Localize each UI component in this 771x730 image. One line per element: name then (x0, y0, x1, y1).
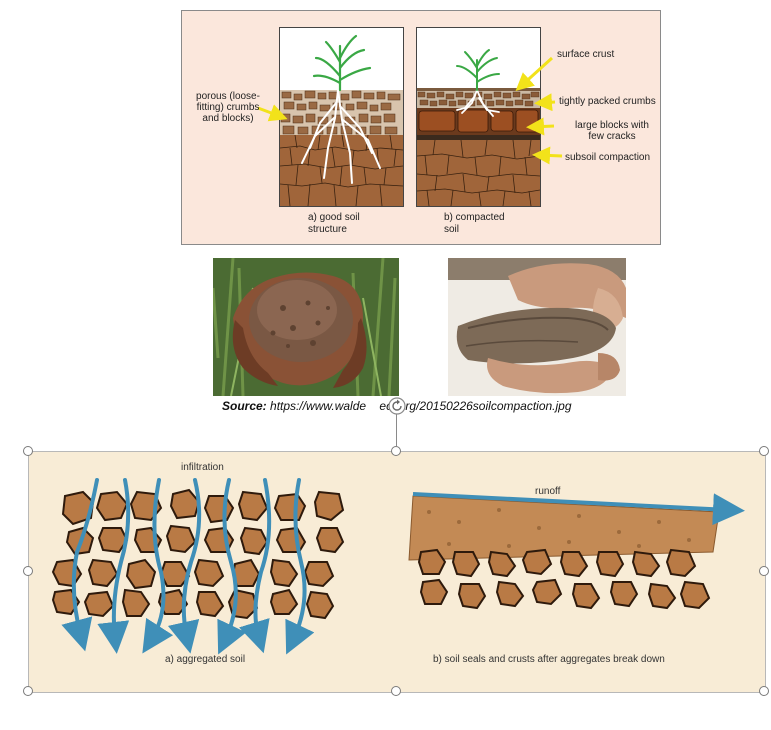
infiltration-label: infiltration (181, 462, 224, 473)
compacted-soil-caption: b) compacted soil (444, 212, 505, 235)
tightly-packed-crumbs-label: tightly packed crumbs (559, 96, 656, 107)
subsoil-compaction-label: subsoil compaction (565, 152, 651, 163)
good-soil-illustration (280, 34, 403, 206)
surface-crust-label: surface crust (557, 49, 615, 60)
resize-handle-left[interactable] (23, 566, 33, 576)
good-soil-caption: a) good soil structure (308, 212, 360, 235)
rotate-handle-icon[interactable] (387, 396, 407, 416)
resize-handle-right[interactable] (759, 566, 769, 576)
loose-soil-photo (213, 258, 399, 396)
aggregated-soil-caption: a) aggregated soil (165, 654, 246, 665)
resize-handle-bottom-left[interactable] (23, 686, 33, 696)
infiltration-runoff-diagram[interactable]: infiltration runoff a) aggregated soil b… (28, 451, 766, 693)
compacted-soil-illustration (417, 49, 540, 206)
runoff-label: runoff (535, 486, 561, 497)
large-blocks-label: large blocks with few cracks (575, 120, 649, 142)
source-label: Source: (222, 399, 267, 413)
resize-handle-bottom-right[interactable] (759, 686, 769, 696)
source-url[interactable]: https://www.walde ect.org/20150226soilco… (266, 399, 572, 413)
resize-handle-top-left[interactable] (23, 446, 33, 456)
sealed-soil-caption: b) soil seals and crusts after aggregate… (433, 654, 665, 665)
compacted-soil-photo (448, 258, 626, 396)
loose-soil-hands-image (213, 258, 399, 396)
resize-handle-top-right[interactable] (759, 446, 769, 456)
good-soil-panel (279, 27, 404, 207)
resize-handle-top[interactable] (391, 446, 401, 456)
resize-handle-bottom[interactable] (391, 686, 401, 696)
soil-structure-diagram: porous (loose- fitting) crumbs and block… (181, 10, 661, 245)
porous-crumbs-label: porous (loose- fitting) crumbs and block… (196, 91, 260, 124)
infiltration-runoff-illustration (51, 478, 745, 655)
rotation-stem (396, 414, 397, 446)
compacted-soil-hands-image (448, 258, 626, 396)
compacted-soil-panel (416, 27, 541, 207)
source-citation: Source: https://www.walde ect.org/201502… (222, 399, 572, 413)
